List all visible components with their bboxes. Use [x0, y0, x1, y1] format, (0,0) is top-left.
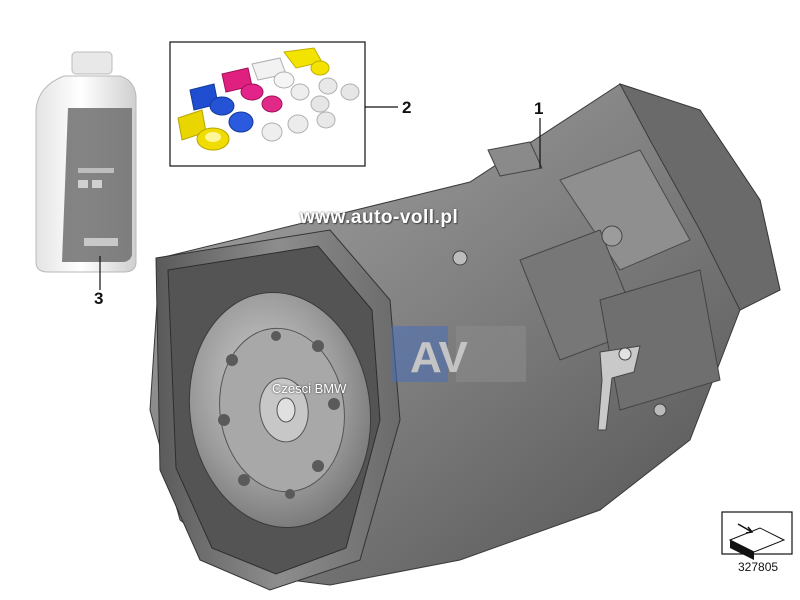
callout-label-1: 1 — [534, 99, 544, 118]
watermark-url: www.auto-voll.pl — [300, 207, 459, 228]
automatic-transmission-icon — [149, 83, 781, 591]
watermark-subtitle: Czesci BMW — [272, 381, 347, 396]
watermark-logo-text: AV — [410, 333, 469, 382]
diagram-reference-number: 327805 — [738, 560, 779, 574]
oil-bottle-icon — [35, 51, 137, 273]
callout-label-3: 3 — [94, 289, 104, 308]
sealing-plug-set-icon — [169, 41, 366, 167]
watermark-logo: AV — [392, 326, 526, 382]
callout-label-2: 2 — [402, 98, 412, 117]
part-location-icon — [721, 511, 793, 560]
